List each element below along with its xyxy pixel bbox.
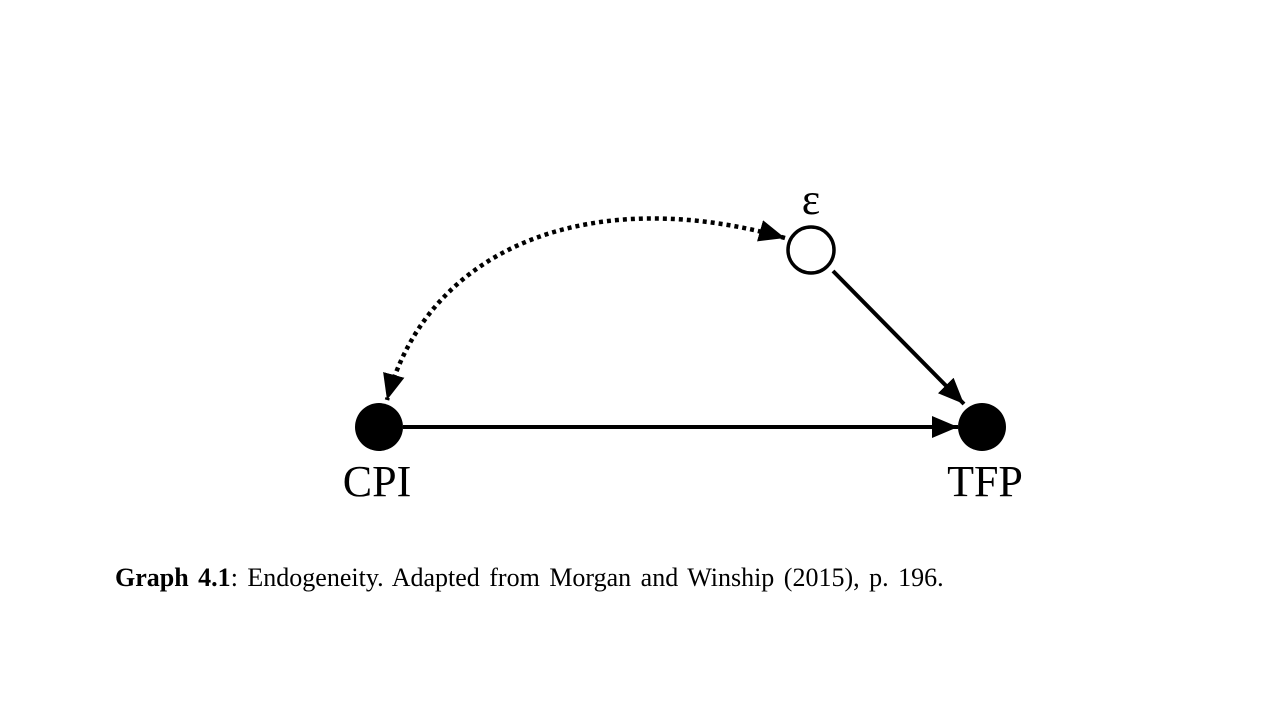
node-epsilon [786, 225, 836, 275]
node-tfp [958, 403, 1006, 451]
caption-label: Graph 4.1 [115, 563, 231, 592]
node-label-cpi: CPI [343, 457, 411, 506]
caption-text: : Endogeneity. Adapted from Morgan and W… [230, 563, 944, 592]
node-label-epsilon: ε [802, 175, 820, 224]
figure-caption: Graph 4.1: Endogeneity. Adapted from Mor… [115, 561, 1175, 595]
node-cpi [355, 403, 403, 451]
edge-epsilon-cpi-confounding [383, 216, 786, 401]
node-label-tfp: TFP [947, 457, 1023, 506]
edge-epsilon-to-tfp [831, 269, 966, 406]
